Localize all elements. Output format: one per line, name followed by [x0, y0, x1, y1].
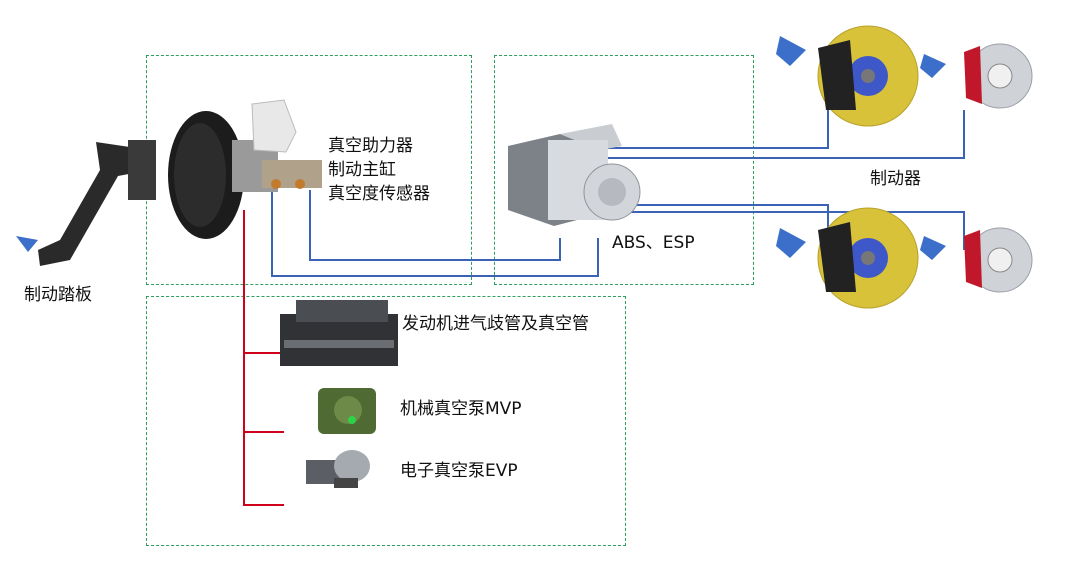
rear-right-brake-image [920, 227, 1033, 293]
rear-left-brake-image [920, 43, 1033, 109]
front-left-brake-image [776, 25, 919, 127]
abs-esp-label: ABS、ESP [612, 233, 695, 253]
brake-line-rear-left [602, 110, 965, 159]
brake-label: 制动器 [870, 169, 921, 189]
brake-line-secondary [271, 190, 599, 277]
booster-label-2: 制动主缸 [328, 160, 396, 180]
evp-label: 电子真空泵EVP [400, 461, 518, 481]
vacuum-lines [243, 210, 284, 506]
brake-line-front-left [602, 110, 829, 149]
vacuum-main-line [243, 210, 284, 506]
abs-esp-module-image [508, 124, 641, 226]
booster-label-3: 真空度传感器 [328, 184, 430, 204]
front-right-brake-image [776, 207, 919, 309]
brake-line-rear-right [630, 211, 965, 250]
vacuum-booster-image [168, 99, 322, 239]
booster-label-1: 真空助力器 [328, 136, 413, 156]
abs-group-box [494, 55, 754, 285]
vacuum-source-group-box [146, 296, 626, 546]
electronic-vacuum-pump-image [306, 450, 370, 488]
brake-line-primary [309, 190, 561, 261]
pedal-label: 制动踏板 [24, 285, 92, 305]
brake-pedal-image [16, 140, 156, 266]
intake-label: 发动机进气歧管及真空管 [402, 314, 589, 334]
mvp-label: 机械真空泵MVP [400, 399, 522, 419]
pedal-arrow-icon [16, 236, 38, 252]
mechanical-vacuum-pump-image [318, 388, 376, 434]
engine-intake-image [280, 300, 398, 366]
